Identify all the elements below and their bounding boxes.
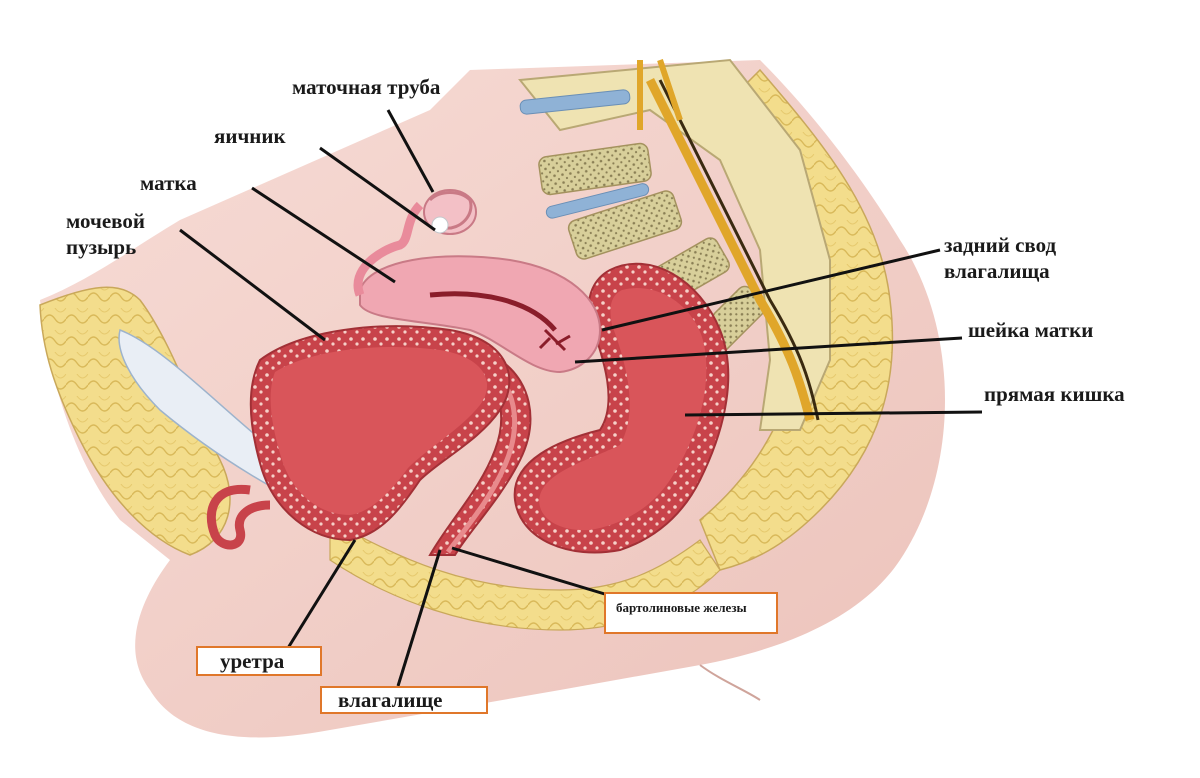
- label-cervix: шейка матки: [968, 318, 1094, 342]
- label-ovary: яичник: [214, 124, 286, 148]
- tube-ovary: [353, 189, 477, 297]
- label-fallopian-tube: маточная труба: [292, 75, 441, 99]
- label-uterus: матка: [140, 171, 197, 195]
- bladder: [249, 325, 511, 542]
- label-urethra: уретра: [196, 646, 322, 676]
- uterus: [359, 255, 602, 374]
- urethral-curl: [206, 484, 271, 550]
- label-bartholin-glands: бартолиновые железы: [604, 592, 778, 634]
- label-vagina: влагалище: [320, 686, 488, 714]
- label-posterior-fornix: задний свод влагалища: [944, 233, 1057, 284]
- leader-lines: [179, 109, 983, 687]
- label-rectum: прямая кишка: [984, 382, 1125, 406]
- abdominal-fat: [39, 286, 231, 556]
- vaginal-canal: [428, 358, 532, 556]
- rectum: [513, 262, 730, 554]
- label-bladder: мочевой пузырь: [66, 209, 145, 260]
